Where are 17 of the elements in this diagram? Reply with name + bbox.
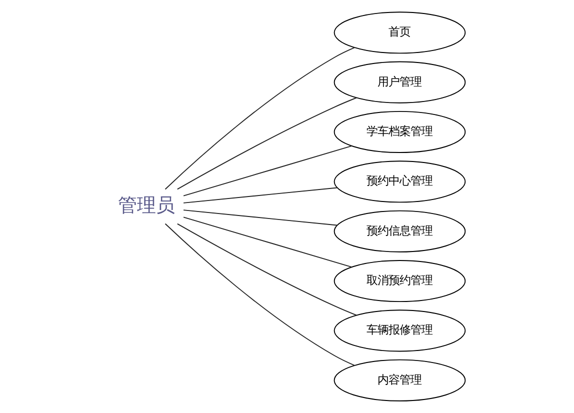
node-ellipse: 用户管理 <box>333 61 466 104</box>
connector <box>176 223 356 316</box>
node-text: 管理员 <box>118 193 175 216</box>
node-ellipse: 学车档案管理 <box>333 110 466 153</box>
connector <box>182 216 352 268</box>
connector <box>164 47 355 190</box>
node-ellipse: 车辆报修管理 <box>333 310 466 352</box>
connector <box>182 145 352 196</box>
connector <box>182 210 338 226</box>
node-ellipse: 预约信息管理 <box>333 210 466 252</box>
connector <box>164 223 355 366</box>
node-ellipse: 取消预约管理 <box>333 260 466 302</box>
connector <box>182 187 338 204</box>
node-ellipse: 预约中心管理 <box>333 160 466 203</box>
node-ellipse: 内容管理 <box>333 359 466 402</box>
node-ellipse: 首页 <box>333 12 466 54</box>
connector <box>176 97 356 190</box>
